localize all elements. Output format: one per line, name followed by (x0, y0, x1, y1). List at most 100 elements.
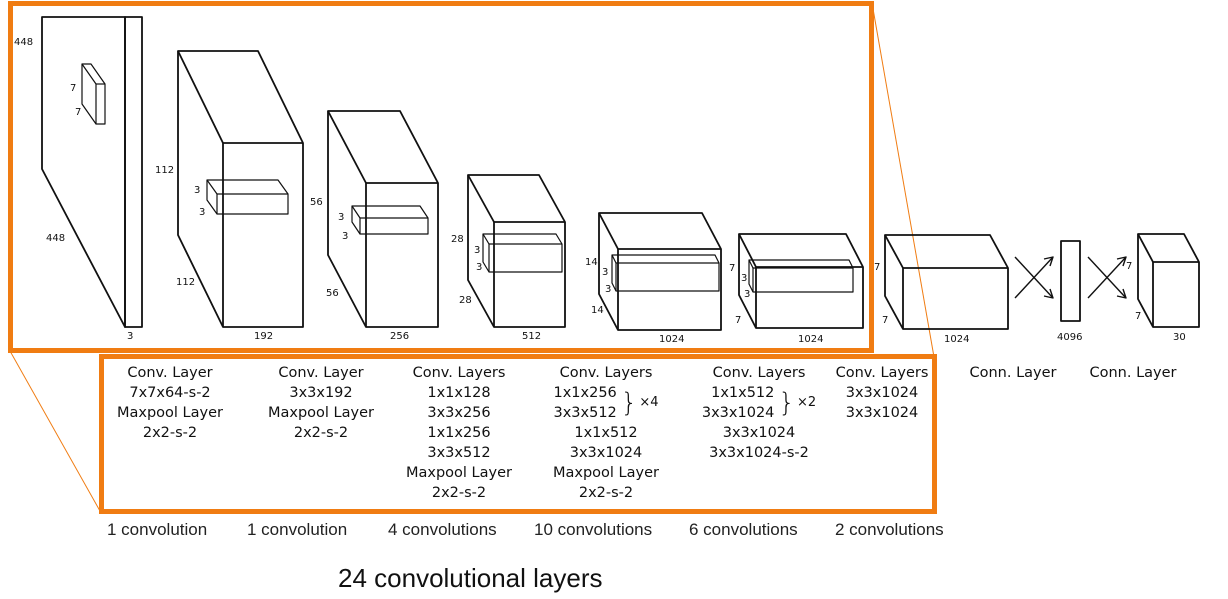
b6-width-label: 7 (882, 315, 889, 326)
b6-height-label: 7 (874, 262, 881, 273)
block3-layer-spec: Conv. Layers 1x1x128 3x3x256 1x1x256 3x3… (392, 363, 526, 503)
out-depth-label: 30 (1173, 332, 1186, 343)
spec-line: 3x3x1024 (845, 405, 919, 421)
conv-count-block3: 4 convolutions (388, 520, 497, 539)
conv-count-block4: 10 convolutions (534, 520, 653, 539)
spec-line: Maxpool Layer (406, 465, 512, 481)
spec-line: Conn. Layer (1089, 365, 1177, 381)
input-width-label: 448 (46, 233, 66, 244)
block5-layer-spec: Conv. Layers 1x1x512 3x3x1024 } ×2 3x3x1… (684, 363, 834, 463)
spec-line: 2x2-s-2 (431, 485, 487, 501)
b3-depth-label: 512 (522, 331, 542, 342)
block5-volume (738, 233, 864, 329)
b2-width-label: 56 (326, 288, 339, 299)
fc-4096-bar (1060, 240, 1081, 322)
spec-line: 3x3x256 (427, 405, 491, 421)
repeat-brace-icon: } (778, 388, 795, 418)
spec-line: Maxpool Layer (117, 405, 223, 421)
b2-kernel-w-label: 3 (342, 231, 349, 242)
b4-width-label: 14 (591, 305, 604, 316)
block2-layer-spec: Conv. Layer 3x3x192 Maxpool Layer 2x2-s-… (256, 363, 386, 443)
conv-count-block6: 2 convolutions (835, 520, 944, 539)
spec-line: 3x3x512 (553, 405, 617, 421)
block1-layer-spec: Conv. Layer 7x7x64-s-2 Maxpool Layer 2x2… (104, 363, 236, 443)
repeat-multiplier: ×2 (796, 395, 817, 410)
b2-kernel-h-label: 3 (338, 212, 345, 223)
b5-kernel-w-label: 3 (744, 289, 751, 300)
spec-line: Maxpool Layer (553, 465, 659, 481)
highlight-connectors (9, 2, 935, 512)
b4-height-label: 14 (585, 257, 598, 268)
spec-line: Conv. Layers (712, 365, 806, 381)
total-conv-layers-label: 24 convolutional layers (338, 563, 603, 593)
spec-line: Conn. Layer (969, 365, 1057, 381)
input-kernel-box (81, 63, 106, 125)
b5-depth-label: 1024 (798, 334, 824, 345)
b6-depth-label: 1024 (944, 334, 970, 345)
layer-specs-highlight-box (99, 354, 937, 514)
spec-line: 1x1x512 (574, 425, 638, 441)
b4-depth-label: 1024 (659, 334, 685, 345)
block5-kernel-box (748, 259, 854, 293)
input-kernel-w-label: 7 (75, 107, 82, 118)
fc-depth-label: 4096 (1057, 332, 1083, 343)
input-depth-label: 3 (127, 331, 134, 342)
spec-line: 2x2-s-2 (293, 425, 349, 441)
out-height-label: 7 (1126, 261, 1133, 272)
b4-kernel-w-label: 3 (605, 284, 612, 295)
b3-width-label: 28 (459, 295, 472, 306)
b2-depth-label: 256 (390, 331, 410, 342)
spec-line: 3x3x1024 (569, 445, 643, 461)
block4-layer-spec: Conv. Layers 1x1x256 3x3x512 } ×4 1x1x51… (536, 363, 676, 503)
block6-volume (884, 234, 1009, 330)
repeat-brace-icon: } (620, 388, 638, 418)
repeat-lines: 1x1x256 3x3x512 (553, 383, 616, 423)
fc2-layer-spec: Conn. Layer (1080, 363, 1186, 383)
block3-volume (467, 174, 566, 328)
repeat-multiplier: ×4 (639, 395, 659, 410)
block4-kernel-box (611, 254, 720, 292)
spec-line: 1x1x256 (553, 385, 617, 401)
b3-height-label: 28 (451, 234, 464, 245)
block1-kernel-box (206, 179, 289, 215)
b1-width-label: 112 (176, 277, 196, 288)
spec-line: 3x3x512 (427, 445, 491, 461)
spec-line: 3x3x1024 (845, 385, 919, 401)
spec-line: 7x7x64-s-2 (129, 385, 211, 401)
b5-width-label: 7 (735, 315, 742, 326)
b3-kernel-h-label: 3 (474, 245, 481, 256)
b5-kernel-h-label: 3 (741, 273, 748, 284)
input-height-label: 448 (14, 37, 34, 48)
conv-count-block5: 6 convolutions (689, 520, 798, 539)
input-image-volume (41, 16, 143, 328)
repeat-lines: 1x1x512 3x3x1024 (702, 383, 775, 423)
spec-line: 1x1x256 (427, 425, 491, 441)
b5-height-label: 7 (729, 263, 736, 274)
block2-volume (327, 110, 439, 328)
b1-height-label: 112 (155, 165, 175, 176)
block6-layer-spec: Conv. Layers 3x3x1024 3x3x1024 (832, 363, 932, 423)
spec-line: 2x2-s-2 (578, 485, 634, 501)
spec-line: 3x3x192 (289, 385, 353, 401)
block2-kernel-box (351, 205, 429, 235)
spec-line: 2x2-s-2 (142, 425, 198, 441)
out-width-label: 7 (1135, 311, 1142, 322)
spec-line: 3x3x1024 (722, 425, 796, 441)
block3-kernel-box (482, 233, 563, 273)
spec-line: 3x3x1024-s-2 (709, 445, 809, 461)
b4-kernel-h-label: 3 (602, 267, 609, 278)
fc1-layer-spec: Conn. Layer (960, 363, 1066, 383)
repeat-group: 1x1x256 3x3x512 } ×4 (536, 383, 676, 423)
input-kernel-h-label: 7 (70, 83, 77, 94)
repeat-group: 1x1x512 3x3x1024 } ×2 (684, 383, 834, 423)
fc2-connection-arrows (1087, 256, 1127, 299)
conv-blocks-highlight-box (8, 1, 874, 353)
spec-line: Conv. Layer (127, 365, 213, 381)
conv-count-block2: 1 convolution (247, 520, 348, 539)
output-volume (1137, 233, 1200, 328)
spec-line: Conv. Layers (835, 365, 929, 381)
spec-line: Conv. Layers (412, 365, 506, 381)
block4-volume (598, 212, 722, 331)
